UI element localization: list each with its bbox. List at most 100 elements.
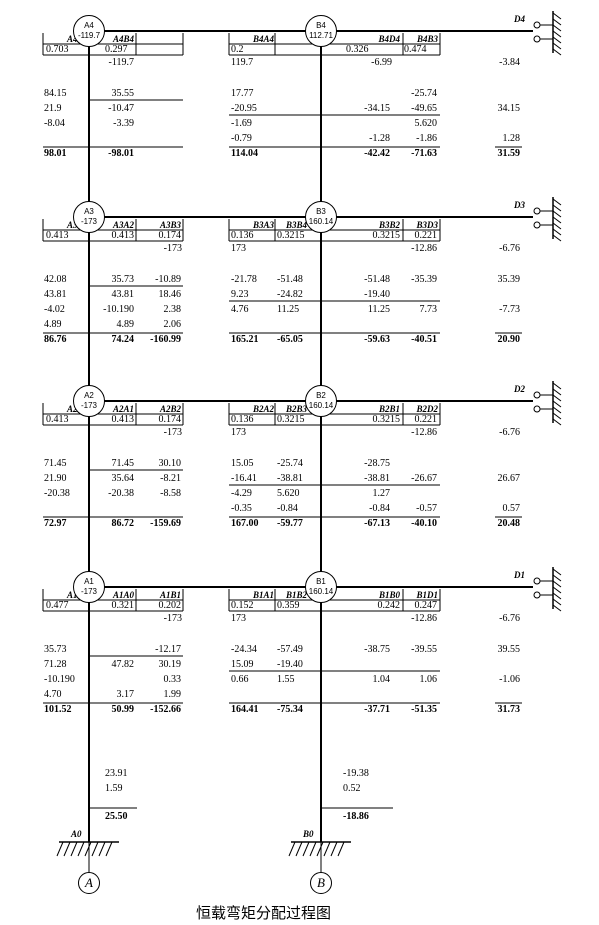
distribution-value: 9.23 (231, 289, 249, 300)
distribution-value: 5.620 (414, 118, 438, 129)
distribution-value: 43.81 (111, 289, 135, 300)
distribution-factor: 0.3215 (277, 230, 305, 241)
header-cell: A1B1 (159, 590, 181, 600)
distribution-value: 35.73 (111, 274, 135, 285)
distribution-value: 15.09 (231, 659, 254, 670)
total-moment: -159.69 (150, 518, 181, 529)
distribution-value: 43.81 (44, 289, 67, 300)
total-moment: 164.41 (231, 704, 259, 715)
header-cell: B4D4 (378, 34, 400, 44)
distribution-value: -8.21 (160, 473, 181, 484)
support-pin (533, 591, 541, 599)
support-pin (533, 35, 541, 43)
joint-unbalanced-moment: -173 (80, 401, 97, 410)
total-moment: 98.01 (44, 148, 67, 159)
distribution-factor: 0.136 (231, 414, 254, 425)
distribution-value: 1.55 (277, 674, 295, 685)
distribution-factor: 0.136 (231, 230, 254, 241)
distribution-factor: 0.297 (105, 44, 128, 55)
fixed-end-moment: -119.7 (108, 57, 134, 68)
total-moment: 31.73 (497, 704, 521, 715)
joint-name: B4 (316, 21, 326, 30)
distribution-value: -8.04 (44, 118, 65, 129)
distribution-value: -12.17 (155, 644, 181, 655)
distribution-value: 2.06 (163, 319, 182, 330)
fixed-end-moment: -6.76 (499, 613, 520, 624)
fixed-end-moment: -6.99 (371, 57, 392, 68)
distribution-value: 2.38 (163, 304, 182, 315)
distribution-factor: 0.3215 (277, 414, 305, 425)
header-cell: B3B4 (285, 220, 307, 230)
joint-node: A1-173 (73, 571, 105, 603)
joint-unbalanced-moment: 160.14 (308, 217, 334, 226)
distribution-factor: 0.242 (377, 600, 401, 611)
header-cell: B1A1 (252, 590, 274, 600)
distribution-factor: 0.174 (158, 230, 182, 241)
distribution-value: -19.40 (364, 289, 390, 300)
axis-bubble-b: B (310, 872, 332, 894)
total-moment: 25.50 (105, 811, 128, 822)
distribution-factor: 0.3215 (372, 414, 401, 425)
distribution-value: 26.67 (497, 473, 521, 484)
total-moment: -152.66 (150, 704, 181, 715)
distribution-value: 23.91 (105, 768, 128, 779)
joint-name: A2 (84, 391, 94, 400)
total-moment: 72.97 (44, 518, 67, 529)
total-moment: 165.21 (231, 334, 259, 345)
distribution-factor: 0.202 (158, 600, 182, 611)
distribution-value: 71.28 (44, 659, 67, 670)
joint-name: B2 (316, 391, 326, 400)
distribution-value: 35.73 (44, 644, 67, 655)
total-moment: -40.51 (411, 334, 437, 345)
distribution-value: -1.86 (416, 133, 437, 144)
distribution-value: -24.82 (277, 289, 303, 300)
support-label-d: D1 (514, 570, 525, 580)
header-cell: B3A3 (252, 220, 274, 230)
distribution-value: -3.39 (113, 118, 134, 129)
distribution-value: -1.69 (231, 118, 252, 129)
distribution-value: 71.45 (111, 458, 135, 469)
distribution-factor: 0.413 (111, 230, 135, 241)
fixed-end-moment: -173 (163, 243, 182, 254)
distribution-factor: 0.359 (277, 600, 300, 611)
distribution-value: 17.77 (231, 88, 254, 99)
total-moment: -51.35 (411, 704, 437, 715)
distribution-value: -4.02 (44, 304, 65, 315)
fixed-end-moment: -12.86 (411, 243, 437, 254)
header-cell: B4A4 (252, 34, 274, 44)
distribution-value: -8.58 (160, 488, 181, 499)
fixed-end-moment: -12.86 (411, 613, 437, 624)
distribution-value: 5.620 (277, 488, 300, 499)
diagram-caption: 恒载弯矩分配过程图 (196, 904, 332, 922)
distribution-factor: 0.326 (346, 44, 369, 55)
support-pin (533, 21, 541, 29)
support-label-d: D4 (514, 14, 525, 24)
header-cell: B2B3 (285, 404, 307, 414)
distribution-value: -51.48 (277, 274, 303, 285)
distribution-value: 35.64 (111, 473, 135, 484)
total-moment: 31.59 (497, 148, 521, 159)
distribution-value: 71.45 (44, 458, 67, 469)
distribution-factor: 0.3215 (372, 230, 401, 241)
support-label-a: A0 (71, 829, 82, 839)
distribution-value: 84.15 (44, 88, 67, 99)
support-pin (533, 391, 541, 399)
distribution-value: 47.82 (111, 659, 135, 670)
header-cell: B1B0 (378, 590, 400, 600)
distribution-value: -0.79 (231, 133, 252, 144)
header-cell: A1A0 (112, 590, 134, 600)
distribution-value: 35.55 (111, 88, 135, 99)
fixed-end-moment: -6.76 (499, 427, 520, 438)
distribution-value: 4.76 (231, 304, 249, 315)
distribution-value: 4.89 (116, 319, 135, 330)
total-moment: -75.34 (277, 704, 303, 715)
distribution-value: 7.73 (419, 304, 438, 315)
distribution-value: -1.28 (369, 133, 390, 144)
distribution-value: 1.04 (372, 674, 391, 685)
distribution-value: -57.49 (277, 644, 303, 655)
distribution-factor: 0.221 (414, 414, 438, 425)
total-moment: 101.52 (44, 704, 72, 715)
